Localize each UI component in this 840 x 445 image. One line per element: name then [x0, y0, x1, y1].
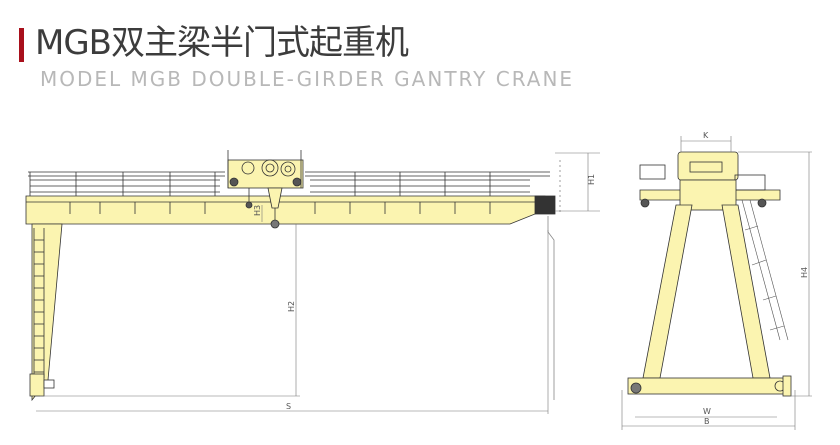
end-dimensions [621, 136, 812, 430]
dim-label-k: K [703, 131, 709, 140]
main-girder [25, 195, 546, 225]
hook-aux [245, 188, 253, 209]
ladder-left [33, 228, 45, 378]
dim-label-h4: H4 [800, 267, 809, 278]
dim-label-h2: H2 [287, 301, 296, 312]
hook-main [267, 187, 283, 229]
end-view-top [677, 151, 739, 181]
dim-label-b: B [704, 417, 710, 426]
railing-left [28, 171, 225, 196]
end-carriage-right [534, 195, 556, 215]
trolley [227, 150, 304, 189]
left-base-wheel [29, 373, 45, 397]
railing-right [305, 171, 550, 196]
end-view-ladder [741, 199, 789, 341]
girder-stiffeners [69, 202, 491, 214]
rail-support-right [547, 160, 561, 400]
dim-label-h1: H1 [587, 174, 596, 185]
end-view-base-beam [627, 377, 789, 395]
end-view-leg-right [721, 204, 771, 379]
dim-label-s: S [286, 402, 291, 411]
dim-label-h3: H3 [253, 205, 262, 216]
title-accent-bar [19, 28, 24, 62]
side-dimensions [36, 152, 600, 414]
dim-label-w: W [703, 407, 711, 416]
end-view-leg-left [642, 204, 693, 379]
side-view [25, 150, 561, 402]
end-view [627, 151, 792, 397]
page-title: MGB双主梁半门式起重机 [35, 23, 409, 63]
page-subtitle: MODEL MGB DOUBLE-GIRDER GANTRY CRANE [40, 67, 575, 91]
